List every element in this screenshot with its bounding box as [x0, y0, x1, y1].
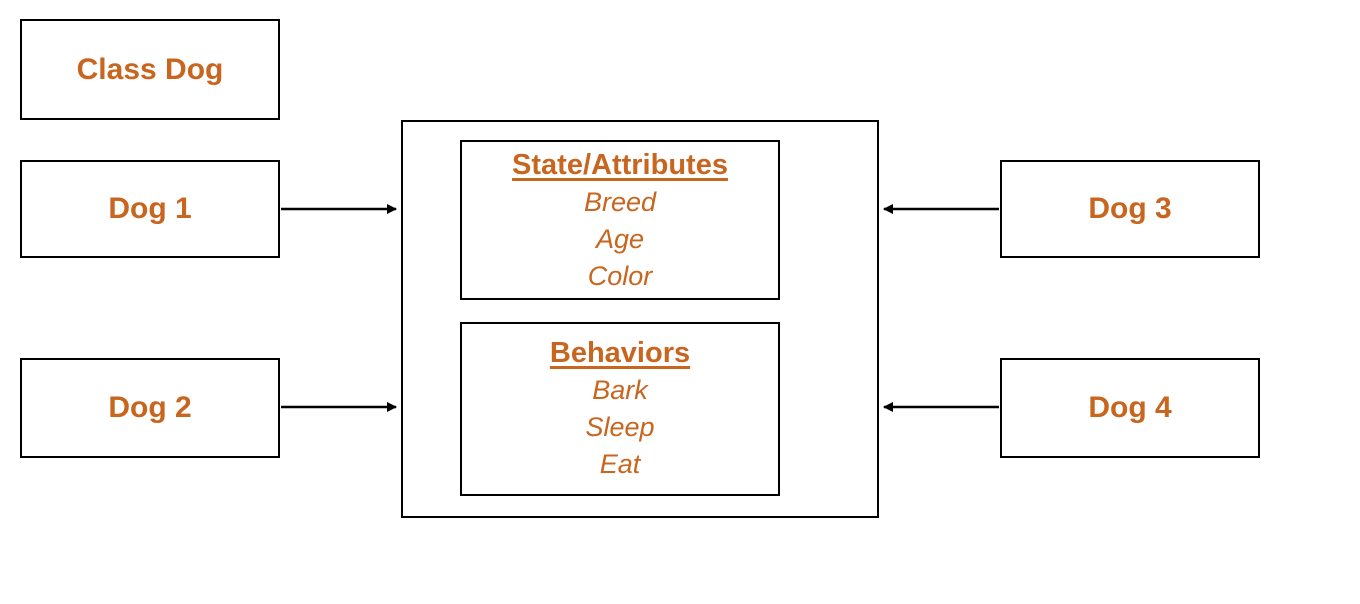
- dog1-label: Dog 1: [108, 192, 192, 225]
- dog2-label: Dog 2: [108, 391, 192, 424]
- attribute-item: Age: [595, 224, 645, 254]
- dog1-box: Dog 1: [20, 160, 280, 258]
- dog4-box: Dog 4: [1000, 358, 1260, 458]
- attribute-item: Color: [587, 261, 653, 291]
- class-dog-label: Class Dog: [76, 52, 224, 86]
- dog2-box: Dog 2: [20, 358, 280, 458]
- dog4-label: Dog 4: [1088, 391, 1172, 424]
- behavior-item: Bark: [592, 375, 648, 405]
- state-attributes-heading: State/Attributes: [512, 149, 728, 181]
- behavior-item: Eat: [599, 449, 641, 479]
- behaviors-heading: Behaviors: [549, 337, 691, 369]
- behaviors-section: Behaviors Bark Sleep Eat: [460, 322, 780, 496]
- dog3-box: Dog 3: [1000, 160, 1260, 258]
- dog3-label: Dog 3: [1088, 192, 1172, 225]
- state-attributes-section: State/Attributes Breed Age Color: [460, 140, 780, 300]
- attribute-item: Breed: [583, 187, 657, 217]
- class-dog-box: Class Dog: [20, 19, 280, 120]
- behavior-item: Sleep: [585, 412, 655, 442]
